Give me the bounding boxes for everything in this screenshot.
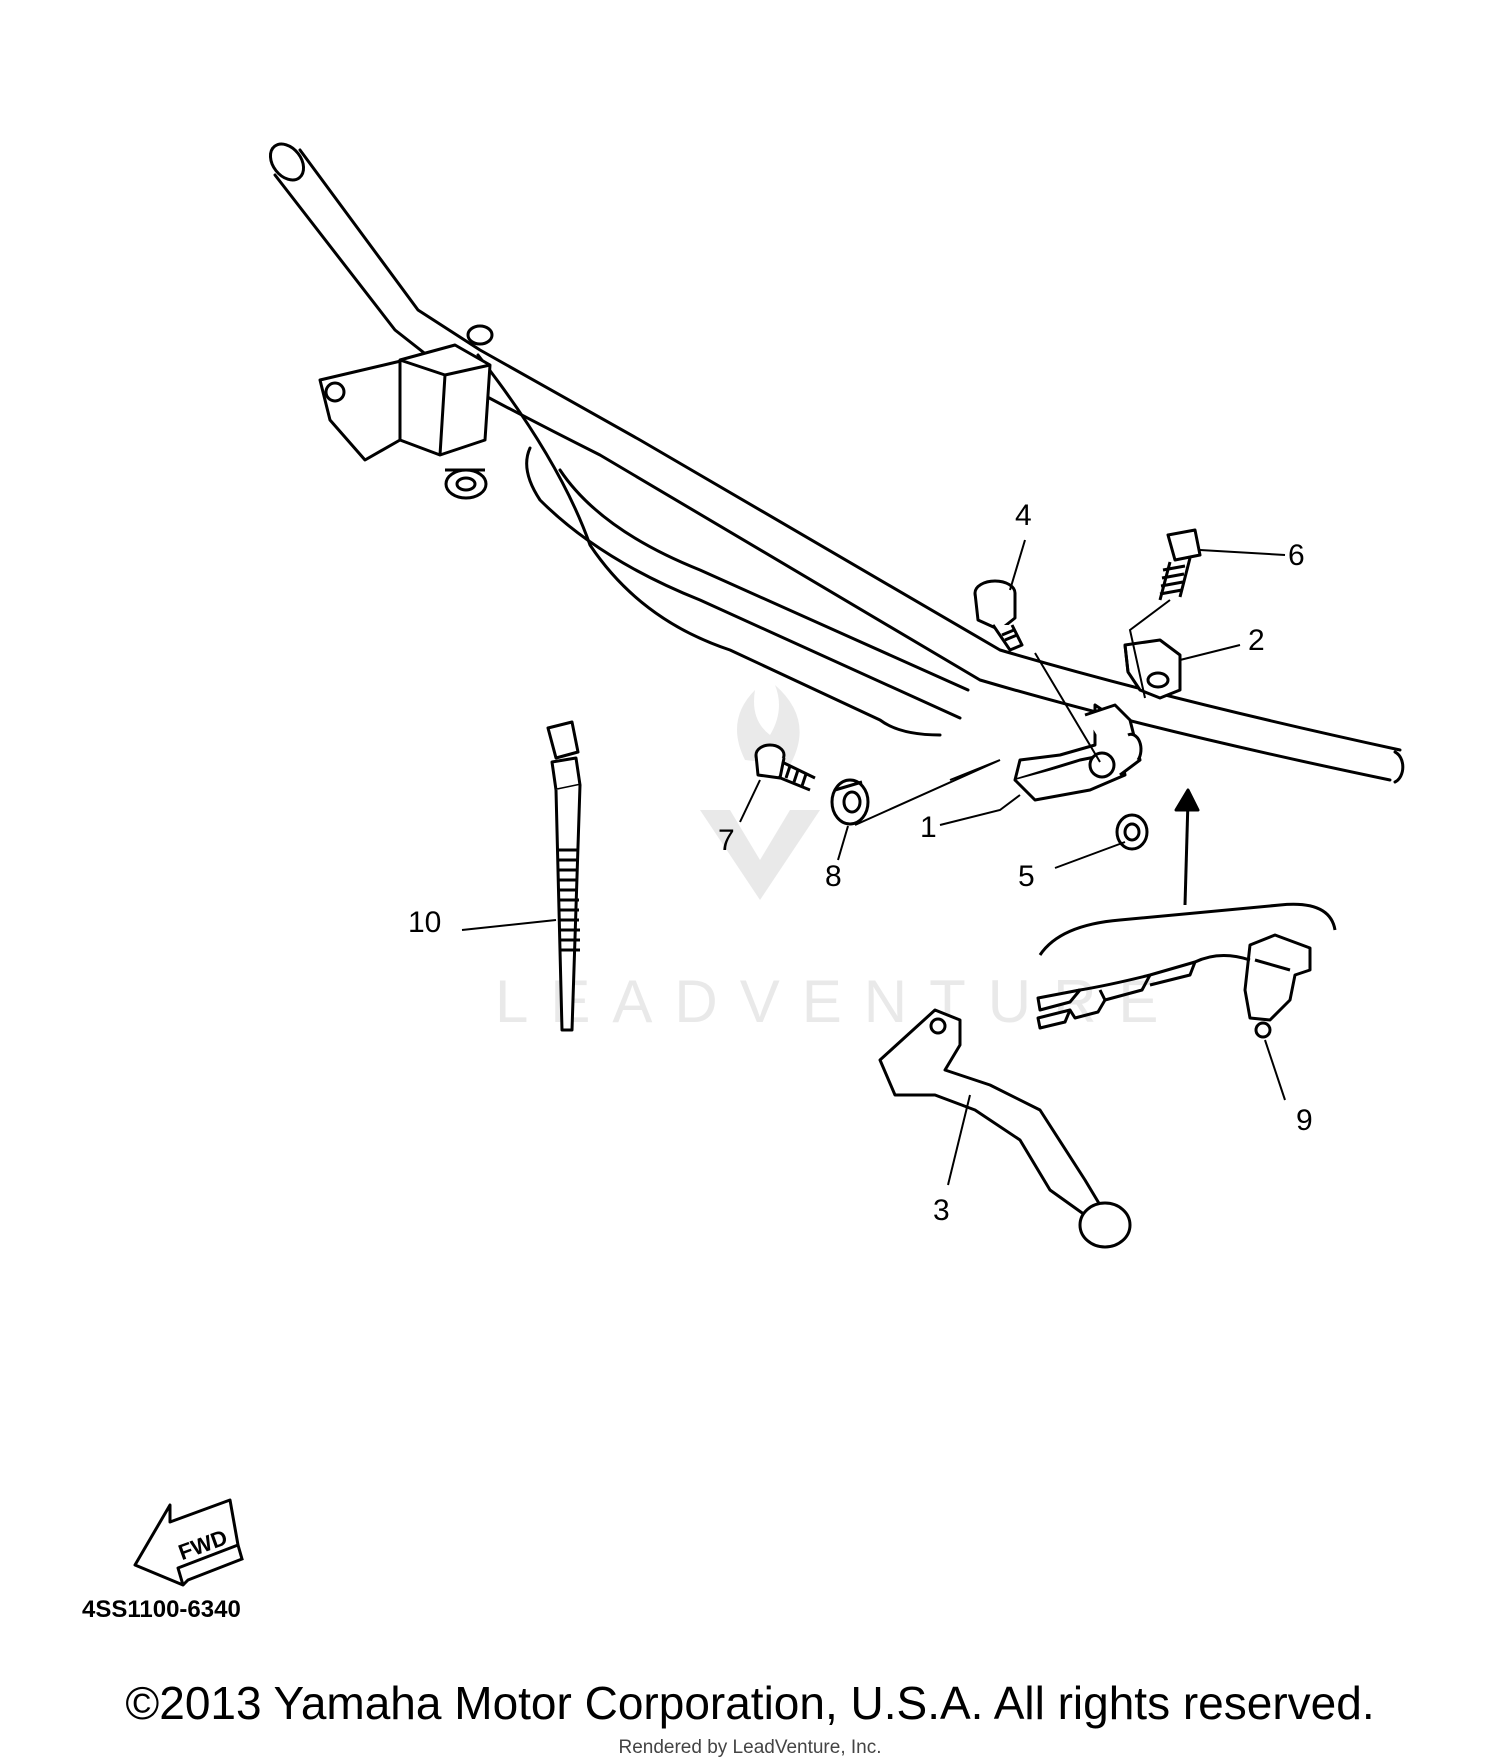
part-2-clamp [1123, 638, 1182, 700]
callout-9: 9 [1296, 1104, 1313, 1137]
fwd-arrow-icon: FWD [133, 1498, 244, 1587]
rendered-by-notice: Rendered by LeadVenture, Inc. [618, 1737, 882, 1758]
part-5-nut [1115, 813, 1149, 851]
part-7-screw [754, 743, 816, 792]
master-cylinder [318, 324, 494, 500]
callout-7: 7 [718, 824, 735, 857]
part-1-lever-holder [1013, 703, 1143, 802]
part-8-collar [830, 778, 870, 826]
callout-2: 2 [1248, 624, 1265, 657]
part-6-bolt [1158, 528, 1202, 601]
callout-8: 8 [825, 860, 842, 893]
part-9-switch-inset [1036, 788, 1337, 1039]
part-3-lever [878, 1008, 1132, 1249]
copyright-notice: ©2013 Yamaha Motor Corporation, U.S.A. A… [125, 1677, 1375, 1729]
part-10-cable-tie [546, 720, 582, 1032]
watermark-text: LEADVENTURE [495, 968, 1180, 1035]
part-4-pivot-bolt [973, 579, 1024, 652]
callout-1: 1 [920, 811, 937, 844]
callout-6: 6 [1288, 539, 1305, 572]
callout-4: 4 [1015, 499, 1032, 532]
callout-5: 5 [1018, 860, 1035, 893]
callout-10: 10 [408, 906, 441, 939]
callout-3: 3 [933, 1194, 950, 1227]
diagram-code: 4SS1100-6340 [82, 1596, 241, 1623]
handlebar [268, 142, 1405, 784]
leader-lines [461, 539, 1286, 1186]
